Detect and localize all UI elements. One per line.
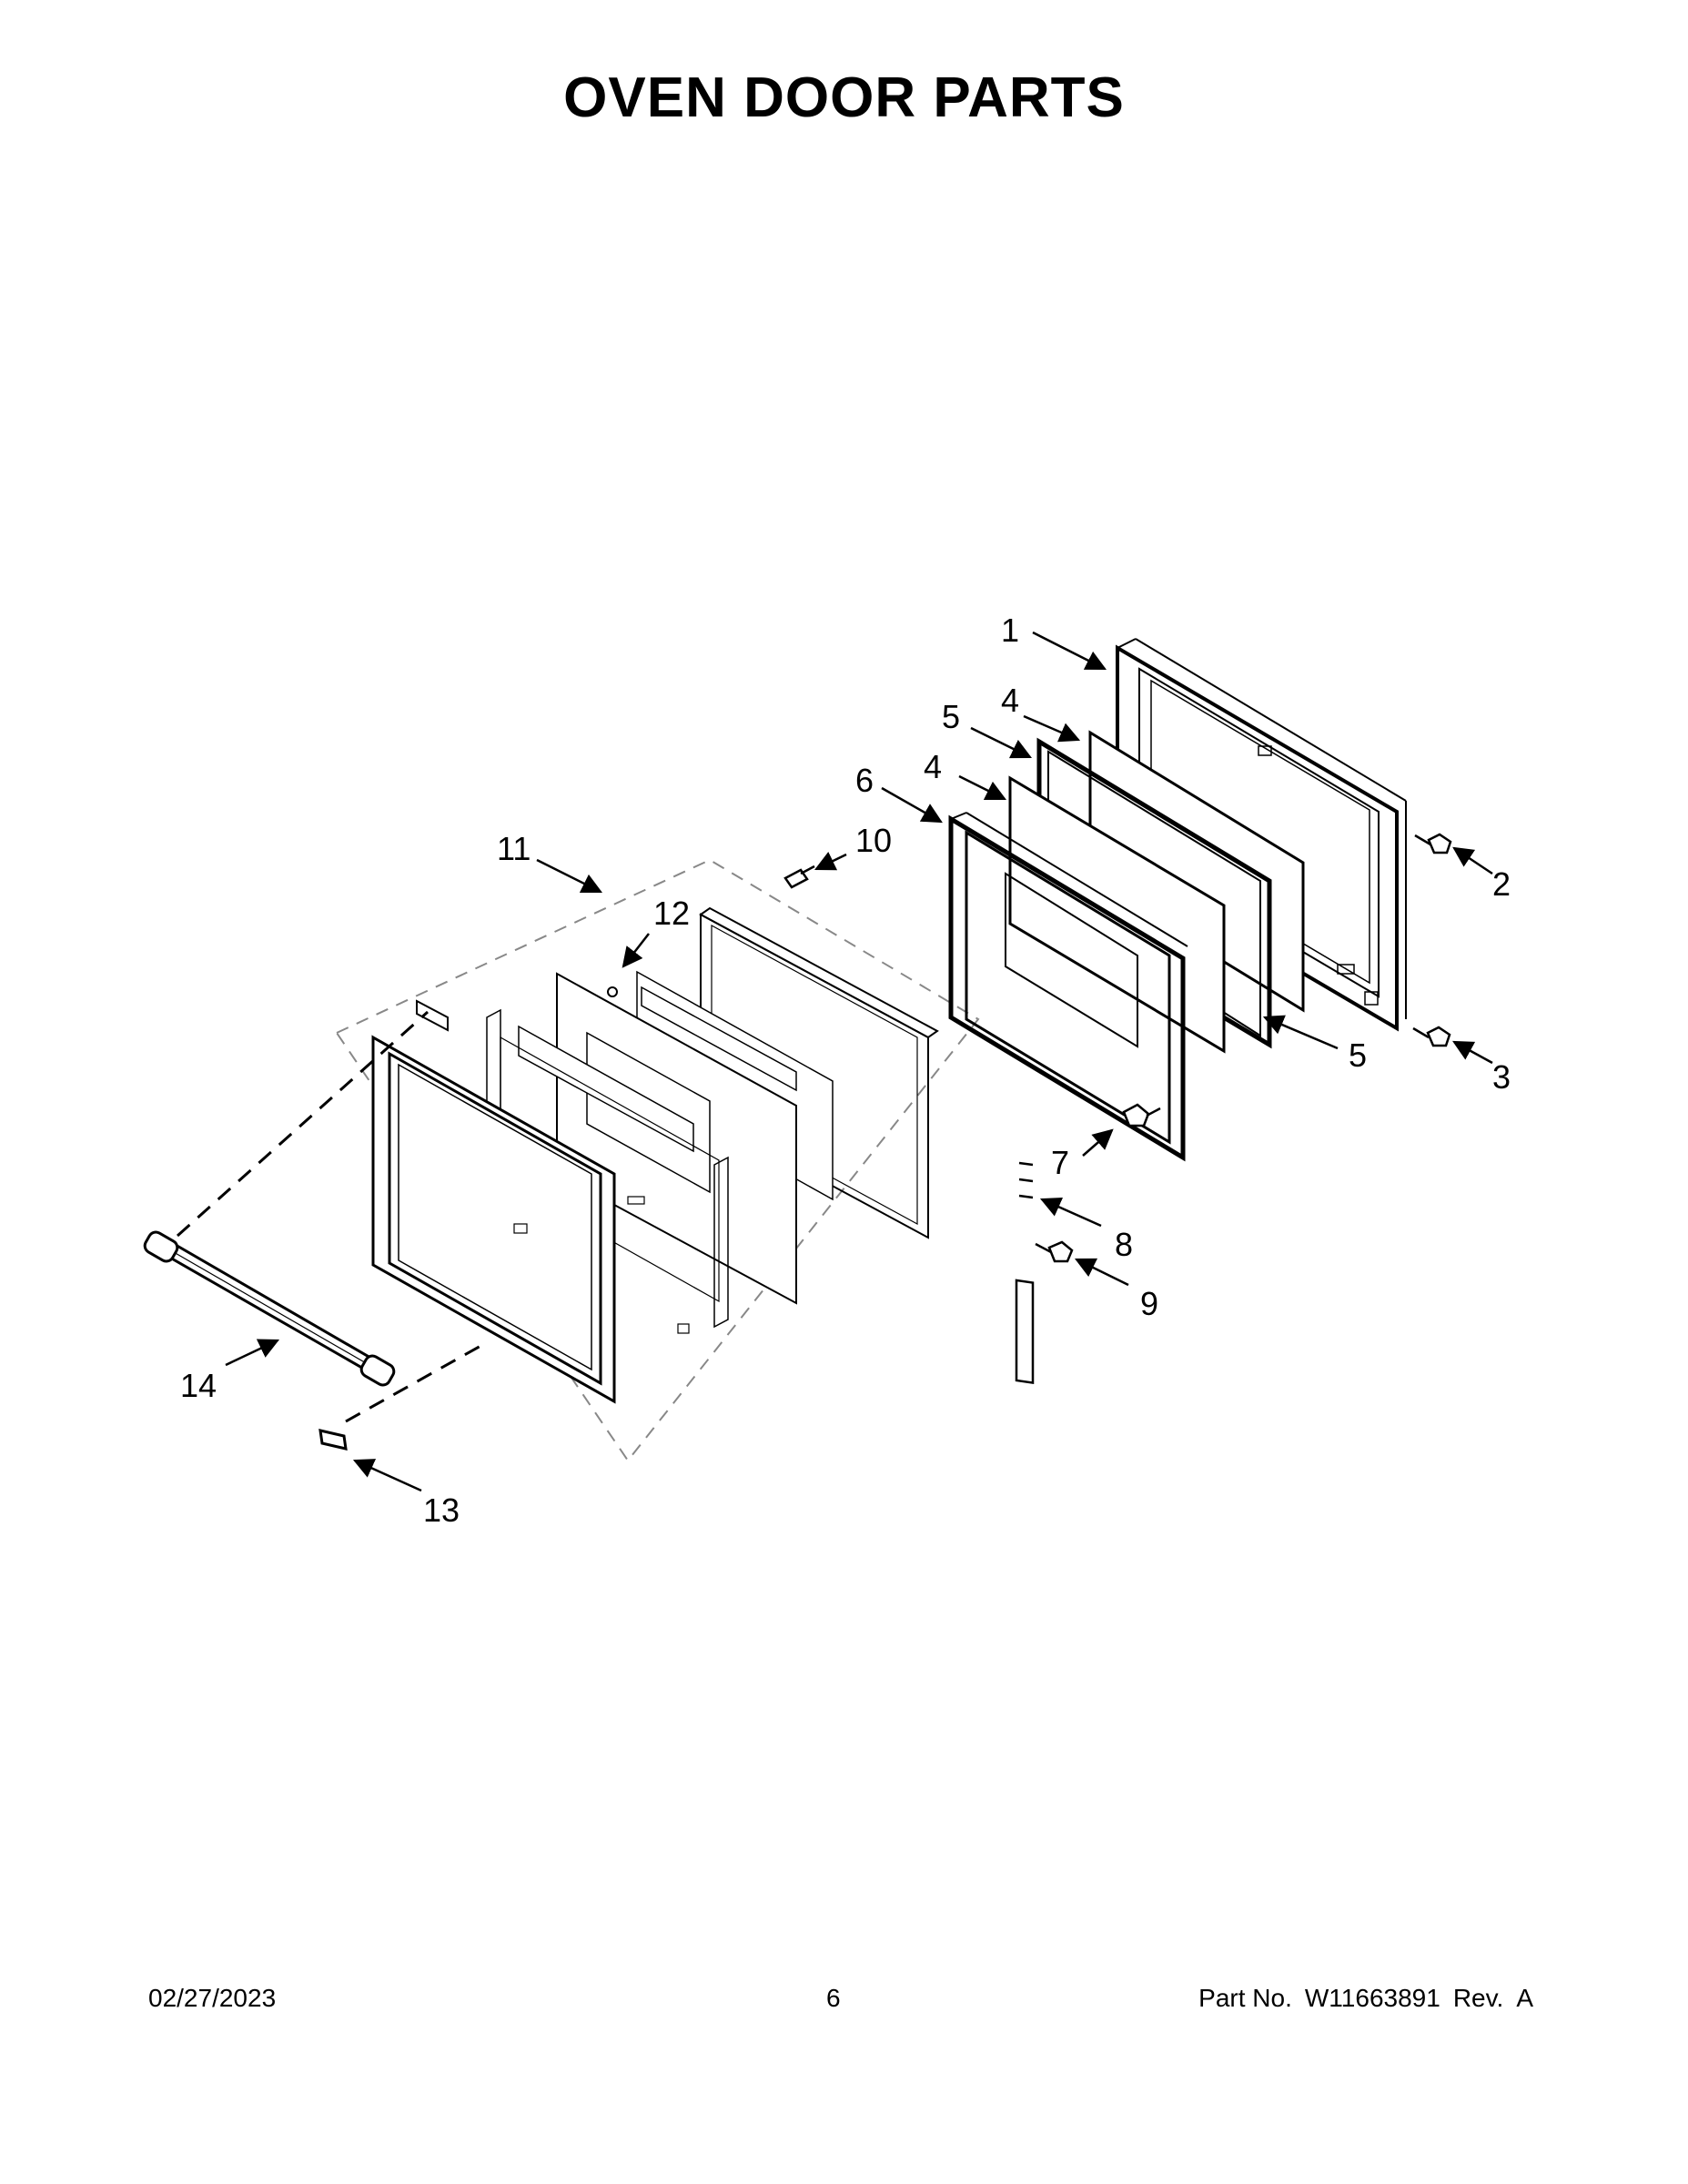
callout-8: 8: [1115, 1226, 1133, 1263]
part-6-inner-window-frame: [948, 812, 1188, 1162]
callout-5: 5: [942, 698, 960, 735]
part-13-clip: [318, 1429, 348, 1451]
callout-4: 4: [1001, 682, 1019, 719]
callout-12: 12: [653, 895, 690, 932]
part-14-handle: [143, 1230, 396, 1387]
footer-date: 02/27/2023: [148, 1984, 277, 2012]
callout-1: 1: [1001, 612, 1019, 649]
callout-4: 4: [924, 748, 942, 785]
page-number: 6: [826, 1984, 841, 2012]
callout-10: 10: [855, 822, 892, 859]
assembly-guide-lines: [176, 1010, 483, 1423]
part-11-outer-door-panel: [371, 999, 616, 1404]
callout-3: 3: [1492, 1058, 1511, 1096]
callout-7: 7: [1051, 1144, 1069, 1181]
callout-14: 14: [180, 1367, 217, 1404]
page-title: OVEN DOOR PARTS: [563, 66, 1125, 129]
part-9-screw: [1035, 1240, 1074, 1263]
part-10-screw: [783, 864, 815, 889]
callout-leaders: [225, 631, 1493, 1492]
part-2-screw: [1414, 833, 1452, 854]
inner-door-assembly-boundary: [335, 858, 980, 1462]
part-number-label: Part No.: [1198, 1984, 1292, 2012]
callout-2: 2: [1492, 865, 1511, 903]
callout-11: 11: [497, 830, 531, 867]
footer-part-info: Part No. W11663891 Rev. A: [1198, 1984, 1533, 2013]
callout-5: 5: [1349, 1036, 1367, 1074]
part-number: W11663891: [1304, 1984, 1440, 2012]
part-7-screw: [1122, 1103, 1161, 1127]
part-11-inner-door-panel: [486, 906, 939, 1334]
callout-13: 13: [423, 1491, 460, 1529]
callout-9: 9: [1140, 1285, 1158, 1322]
callout-6: 6: [855, 762, 874, 799]
callout-labels: 1 2 3 4 4 5 5 6 7 8 9 10 11 12 13 14: [180, 612, 1511, 1529]
revision-label: Rev.: [1452, 1984, 1504, 2012]
revision: A: [1516, 1984, 1533, 2012]
part-8-hinge: [1015, 1161, 1035, 1384]
part-3-screw: [1412, 1026, 1451, 1047]
